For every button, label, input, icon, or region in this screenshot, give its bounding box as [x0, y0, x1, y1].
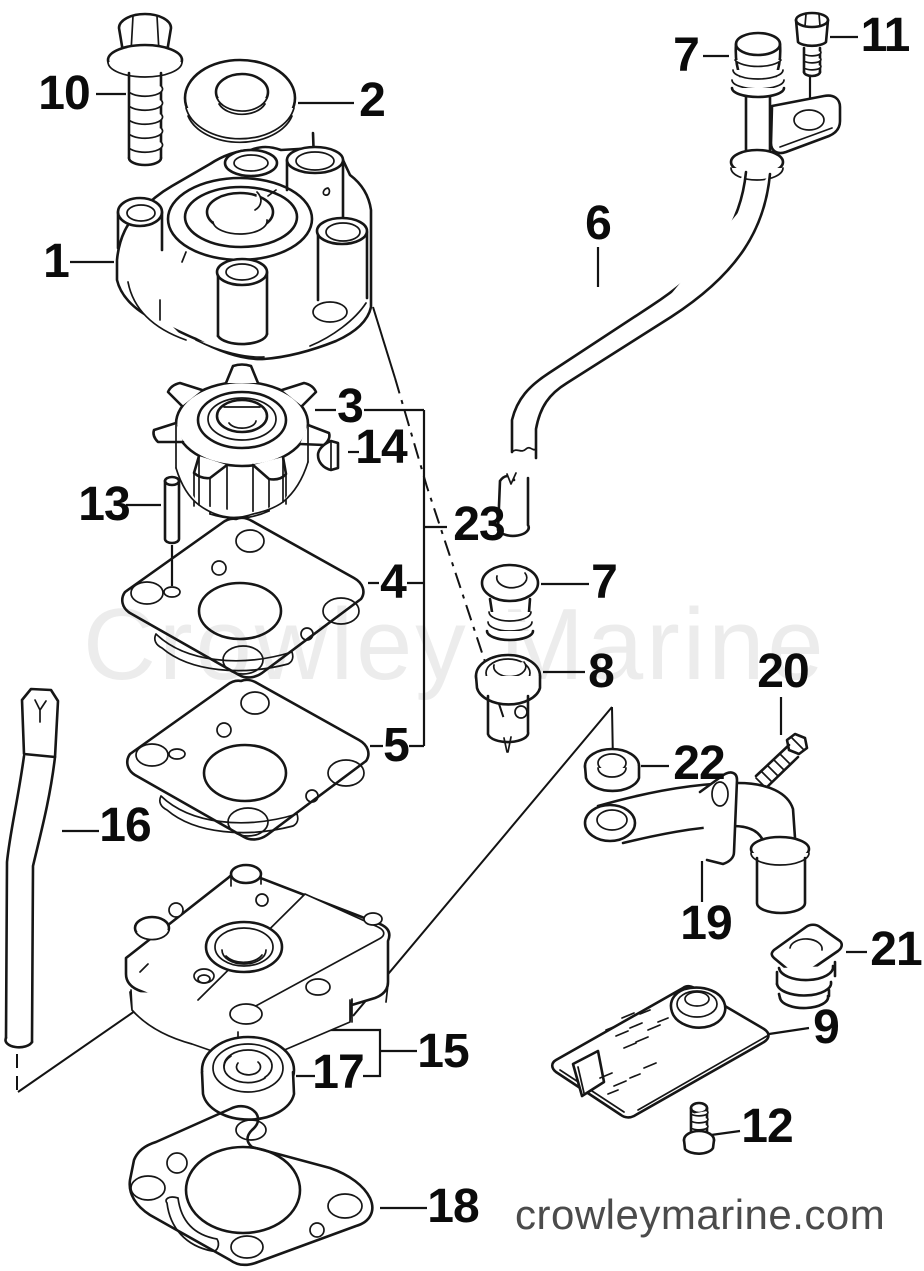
callout-14: 14 [355, 421, 407, 474]
callout-18: 18 [427, 1180, 479, 1233]
part-gasket-18 [128, 1104, 374, 1267]
part-plug-21 [770, 923, 844, 1010]
part-water-tube-6 [496, 148, 785, 538]
part-bolt-10 [106, 12, 184, 167]
callout-20: 20 [757, 645, 809, 698]
site-url-text: crowleymarine.com [515, 1191, 886, 1238]
callout-4: 4 [380, 556, 407, 609]
axis-line [372, 306, 396, 379]
callout-8: 8 [588, 645, 615, 698]
callout-1: 1 [43, 235, 70, 288]
callout-2: 2 [359, 74, 386, 127]
callout-19: 19 [680, 897, 732, 950]
callout-7-top: 7 [673, 29, 700, 82]
callout-15: 15 [417, 1025, 469, 1078]
part-pipe-19 [583, 771, 811, 915]
part-key-14 [316, 439, 340, 472]
part-bolt-11 [794, 11, 830, 78]
callout-22: 22 [673, 737, 725, 790]
callout-9: 9 [813, 1001, 840, 1054]
callout-7-mid: 7 [591, 556, 618, 609]
leader-lines [16, 35, 867, 1210]
callout-6: 6 [585, 197, 612, 250]
callout-23: 23 [453, 498, 505, 551]
part-screw-12 [682, 1101, 716, 1155]
part-bracket-6 [769, 94, 842, 155]
callout-21: 21 [870, 923, 922, 976]
callout-3: 3 [337, 380, 364, 433]
part-seal-17 [200, 1035, 296, 1121]
part-grommet-7-top [730, 31, 786, 162]
watermark-text: Crowley Marine [83, 589, 827, 701]
part-bushing-8 [474, 653, 542, 753]
callout-10: 10 [38, 67, 90, 120]
axis-line-dashed [394, 377, 506, 723]
part-screw-20 [754, 732, 809, 790]
callout-16: 16 [99, 799, 151, 852]
part-pump-base-15 [124, 863, 391, 1063]
callout-17: 17 [312, 1046, 364, 1099]
part-pin-13 [163, 475, 181, 545]
part-anode-9 [550, 984, 770, 1119]
part-washer-22 [583, 747, 641, 793]
callout-13: 13 [78, 478, 130, 531]
part-impeller-3 [152, 363, 331, 520]
part-pump-housing-1 [115, 131, 373, 361]
callout-11: 11 [860, 9, 911, 62]
callout-12: 12 [741, 1100, 793, 1153]
callout-5: 5 [383, 719, 410, 772]
part-grommet-7-mid [480, 563, 540, 642]
part-grommet-2 [183, 58, 297, 144]
part-water-tube-16 [4, 687, 60, 1049]
part-plate-4 [120, 516, 365, 679]
